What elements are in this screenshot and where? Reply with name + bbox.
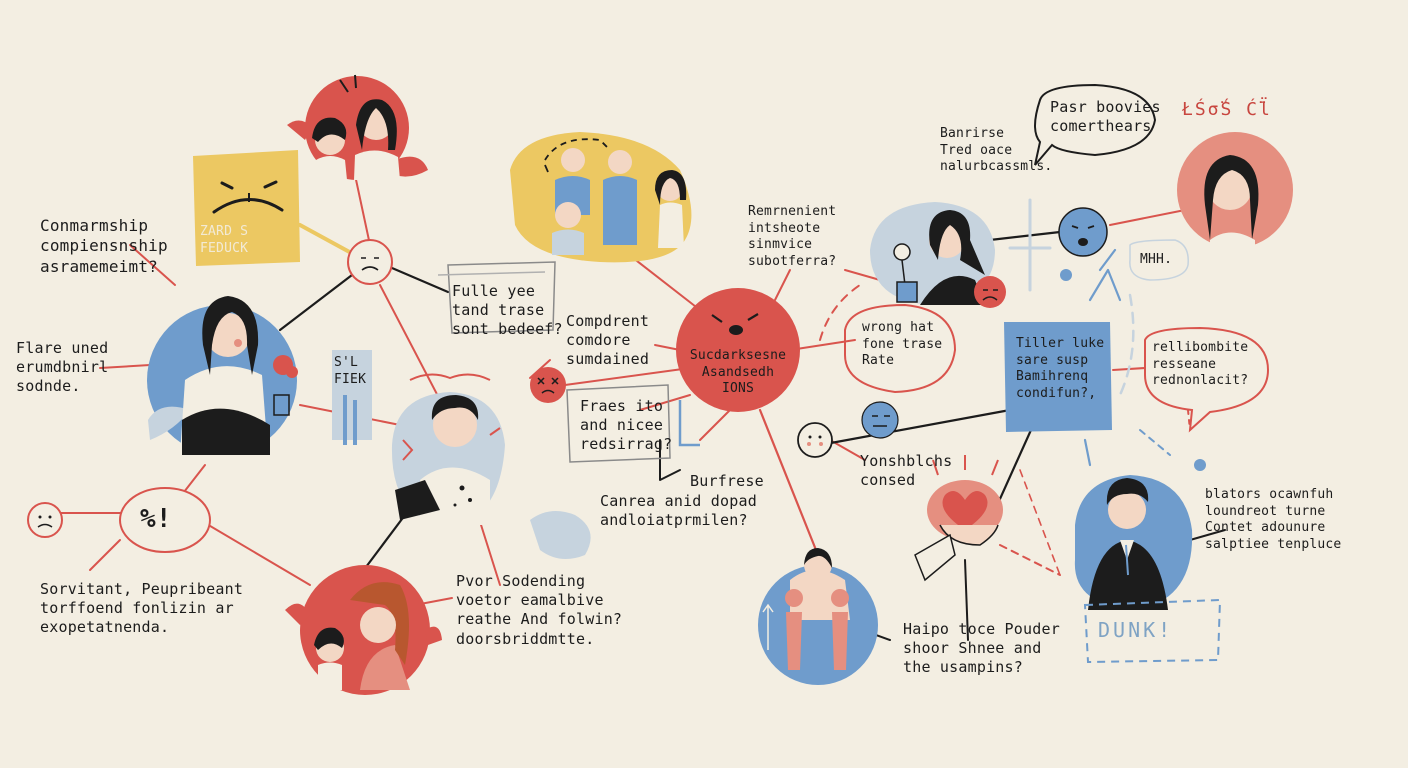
blators-label: blators ocawnfuh loundreot turne Contet …: [1205, 487, 1342, 552]
blue-smudge: [530, 511, 591, 559]
heart-hands: [914, 455, 1003, 582]
burfrese-label: Burfrese: [690, 472, 764, 490]
tiller-luke-card: [1004, 322, 1112, 432]
red-scribble-text: ŁŚσ̈Ś Ć̈l̈: [1182, 99, 1272, 120]
sad-face-card: [193, 150, 300, 266]
central-hub-label: Sucdarksesne Asandsedh IONS: [689, 348, 787, 397]
sl-flek-label: S'L FIEK: [334, 355, 367, 387]
wrong-hat-label: wrong hat fone trase Rate: [862, 320, 943, 369]
mother-child-portrait: [285, 565, 442, 695]
mhh-bubble: [1129, 239, 1189, 281]
mhh-label: MHH.: [1140, 252, 1173, 267]
fulle-yee-box: [437, 261, 556, 334]
yonshblchs-label: Yonshblchs consed: [860, 452, 953, 490]
neutral-blue-face: [861, 401, 899, 439]
woman-red-portrait: [1177, 132, 1293, 248]
wrong-hat-bubble: [844, 303, 957, 394]
dunk-box: [1083, 598, 1222, 664]
central-hub: [676, 288, 800, 412]
relliobo-bubble: [1144, 326, 1270, 471]
relliobo-label: rellibombite resseane rednonlacit?: [1152, 340, 1249, 389]
tiller-luke-label: Tiller luke sare susp Bamihrenq condifun…: [1016, 336, 1105, 401]
fraes-label: Fraes ito and nicee redsirrag?: [580, 397, 673, 454]
remrnenient-label: Remrnenient intsheote sinmvice subotferr…: [748, 204, 837, 269]
businessman-portrait: [1074, 475, 1193, 610]
red-sad-node: [974, 276, 1006, 308]
percent-symbols: %!: [140, 504, 172, 534]
canrea-label: Canrea anid dopad andloiatprmilen?: [600, 492, 757, 530]
haipo-label: Haipo toce Pouder shoor Shnee and the us…: [903, 620, 1060, 677]
sl-flek-tag: [332, 350, 372, 445]
speech-bubble-pasr: [1034, 83, 1157, 166]
percent-node: [27, 487, 211, 553]
compdrent-label: Compdrent comdore sumdained: [566, 312, 650, 369]
pvor-label: Pvor Sodending voetor eamalbive reathe A…: [456, 572, 623, 648]
sad-card-caption: ZARD S FEDUCK: [200, 224, 249, 256]
small-face-node: [347, 239, 393, 285]
sorvitant-label: Sorvitant, Peupribeant torffoend fonlizi…: [40, 580, 244, 637]
banrirse-label: Banrirse Tred oace nalurbcassmls.: [940, 126, 1053, 175]
couple-portrait: [758, 548, 878, 685]
woman-blue-portrait: [147, 296, 298, 455]
companionship-question-label: Conmarmship compiensnship asramemeimt?: [40, 216, 168, 276]
two-women-portrait: [287, 76, 428, 180]
flare-uned-label: Flare uned erumdbnirl sodnde.: [16, 339, 109, 396]
woman-flower-portrait: [870, 202, 995, 305]
fulle-yee-label: Fulle yee tand trase sont bedeef?: [452, 282, 563, 339]
family-portrait: [510, 132, 692, 263]
scribble-marks: [339, 74, 357, 93]
fraes-box: [566, 384, 700, 463]
x-eyes-node: [530, 367, 566, 403]
crying-face-node: [1058, 207, 1108, 281]
young-man-portrait: [391, 373, 505, 525]
dunk-label: DUNK!: [1098, 618, 1174, 642]
white-face-node: [797, 422, 833, 458]
pasr-boovies-label: Pasr boovies comerthears: [1050, 98, 1161, 136]
